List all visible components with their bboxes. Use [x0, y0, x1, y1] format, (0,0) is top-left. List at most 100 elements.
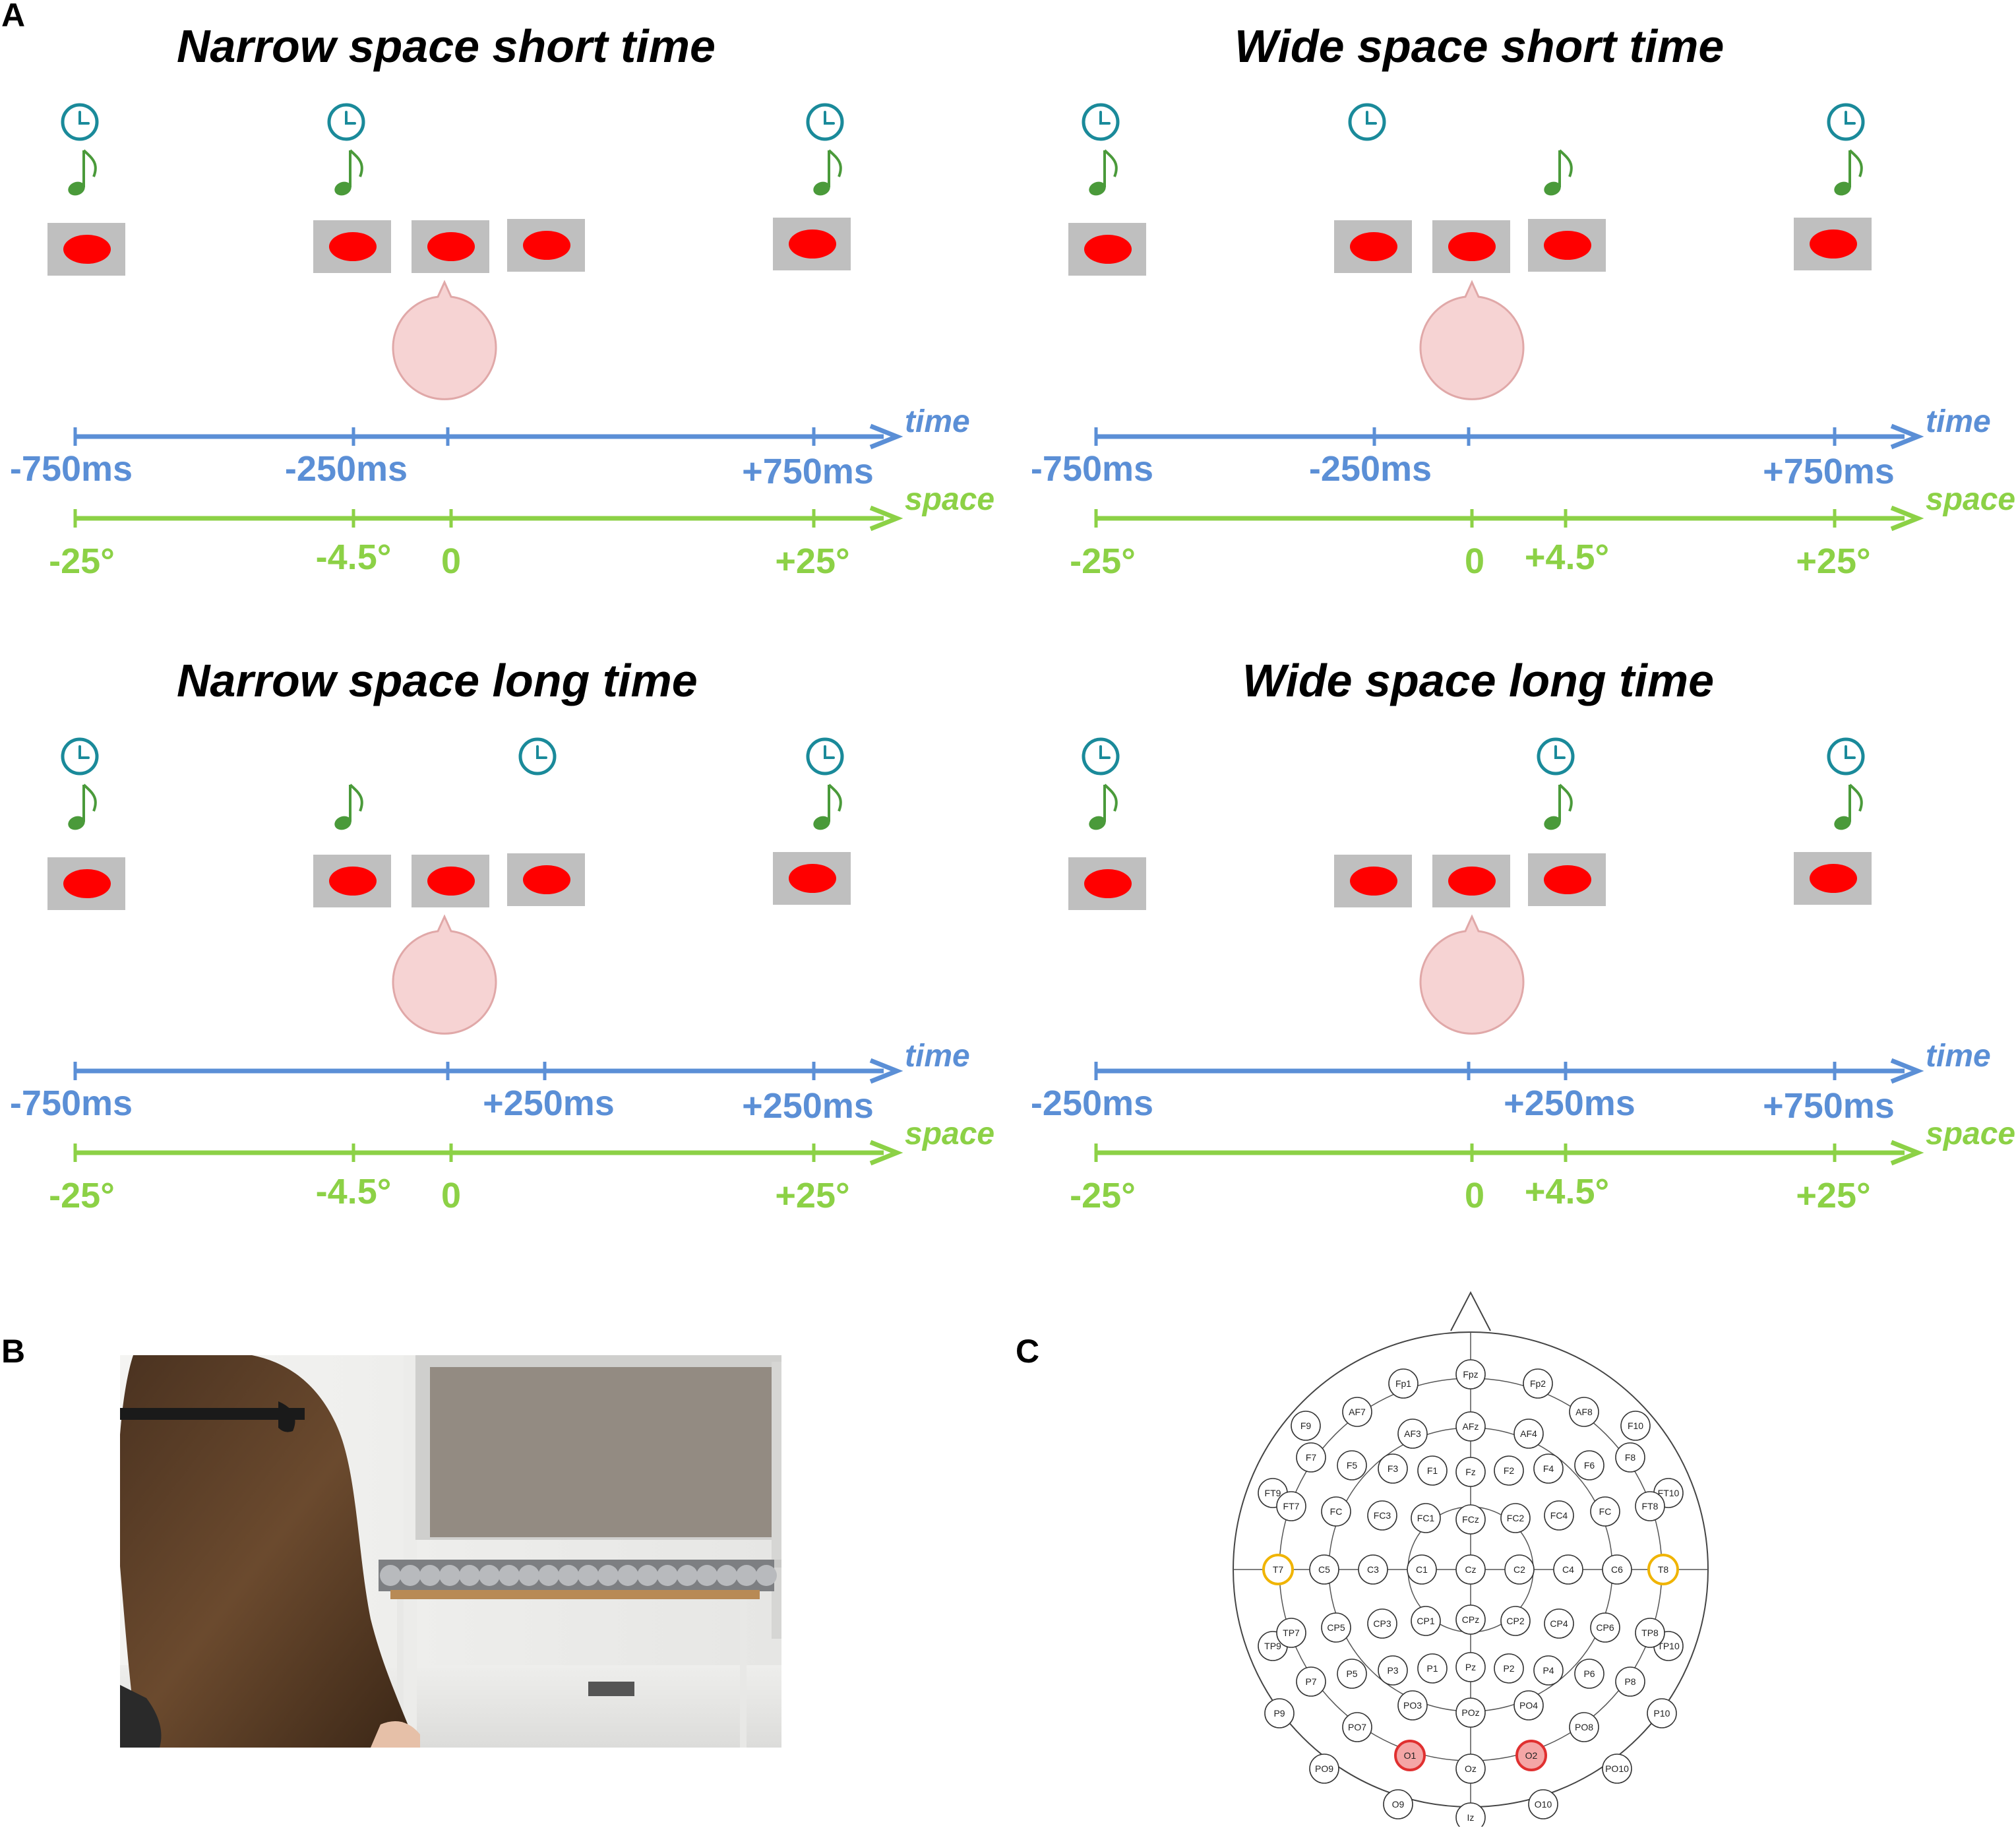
electrode-cpz: CPz	[1455, 1604, 1486, 1635]
space-label: 0	[1464, 1176, 1485, 1215]
electrode-label: P8	[1624, 1676, 1635, 1687]
electrode-f6: F6	[1574, 1450, 1604, 1480]
panel-title: Narrow space short time	[177, 20, 716, 72]
electrode-marker	[1615, 1442, 1645, 1473]
electrode-marker	[1455, 1457, 1486, 1487]
electrode-f8: F8	[1615, 1442, 1645, 1473]
electrode-po7: PO7	[1342, 1712, 1372, 1742]
stimulus-dot	[427, 232, 475, 261]
electrode-marker	[1602, 1554, 1632, 1585]
electrode-c6: C6	[1602, 1554, 1632, 1585]
electrode-marker	[1455, 1652, 1486, 1682]
electrode-cp1: CP1	[1411, 1606, 1441, 1636]
electrode-af4: AF4	[1513, 1418, 1544, 1449]
space-axis-word: space	[905, 482, 995, 517]
electrode-marker	[1455, 1754, 1486, 1784]
speech-bubble-icon	[1413, 277, 1531, 402]
electrode-p9: P9	[1264, 1698, 1295, 1728]
electrode-marker	[1544, 1608, 1574, 1639]
speaker-box	[507, 853, 585, 906]
electrode-marker	[1321, 1612, 1351, 1643]
electrode-label: P2	[1503, 1663, 1514, 1674]
electrode-fcz: FCz	[1455, 1504, 1486, 1535]
stimulus-dot	[1544, 865, 1591, 894]
clock-icon	[805, 102, 845, 142]
electrode-p7: P7	[1296, 1666, 1326, 1697]
stimulus-dot	[1350, 232, 1397, 261]
electrode-marker	[1513, 1418, 1544, 1449]
speaker-box	[1068, 857, 1146, 910]
electrode-ft7: FT7	[1276, 1491, 1306, 1521]
electrode-cp3: CP3	[1367, 1608, 1397, 1639]
electrode-label: AF4	[1520, 1428, 1537, 1439]
electrode-poz: POz	[1455, 1697, 1486, 1728]
electrode-label: T8	[1658, 1564, 1669, 1575]
space-label: +25°	[775, 541, 850, 581]
time-axis	[73, 1058, 903, 1084]
speaker-box	[1528, 853, 1606, 906]
electrode-c3: C3	[1358, 1554, 1388, 1585]
stimulus-dot	[1084, 235, 1132, 264]
electrode-f5: F5	[1337, 1450, 1367, 1480]
electrode-marker	[1647, 1698, 1677, 1728]
electrode-f9: F9	[1291, 1411, 1321, 1441]
clock-icon	[1825, 736, 1866, 777]
time-axis	[73, 423, 903, 450]
time-label: +250ms	[483, 1083, 615, 1123]
stimulus-dot	[63, 869, 111, 898]
electrode-marker	[1262, 1554, 1294, 1585]
speaker-box	[1432, 220, 1510, 273]
electrode-fp2: Fp2	[1523, 1368, 1553, 1399]
electrode-f3: F3	[1378, 1453, 1408, 1484]
electrode-marker	[1397, 1690, 1428, 1721]
stimulus-dot	[1810, 229, 1857, 259]
electrode-label: O1	[1404, 1750, 1417, 1761]
stimulus-dot	[1544, 231, 1591, 260]
electrode-marker	[1397, 1418, 1428, 1449]
electrode-label: PO4	[1519, 1700, 1538, 1711]
electrode-cp2: CP2	[1500, 1606, 1531, 1636]
electrode-marker	[1574, 1659, 1604, 1689]
clock-icon	[1080, 102, 1121, 142]
clock-icon	[59, 102, 100, 142]
electrode-po10: PO10	[1602, 1754, 1632, 1784]
electrode-label: P4	[1543, 1665, 1554, 1676]
space-label: 0	[441, 541, 462, 581]
clock-icon	[1535, 736, 1576, 777]
electrode-marker	[1635, 1618, 1665, 1648]
electrode-marker	[1321, 1496, 1351, 1527]
time-label: +250ms	[742, 1086, 874, 1126]
stimulus-dot	[1084, 869, 1132, 898]
electrode-label: FT7	[1283, 1501, 1300, 1511]
electrode-marker	[1417, 1455, 1448, 1486]
electrode-marker	[1276, 1618, 1306, 1648]
electrode-marker	[1383, 1789, 1413, 1819]
space-label: 0	[1464, 541, 1485, 581]
electrode-label: F5	[1347, 1460, 1358, 1471]
electrode-marker	[1296, 1666, 1326, 1697]
electrode-c5: C5	[1309, 1554, 1339, 1585]
electrode-label: P1	[1426, 1663, 1438, 1674]
clock-icon	[1080, 736, 1121, 777]
space-axis	[73, 1140, 903, 1166]
electrode-marker	[1615, 1666, 1645, 1697]
electrode-af3: AF3	[1397, 1418, 1428, 1449]
time-label: +750ms	[742, 452, 874, 491]
electrode-marker	[1358, 1554, 1388, 1585]
speaker-box	[313, 220, 391, 273]
time-label: +750ms	[1763, 452, 1895, 491]
electrode-label: O10	[1535, 1799, 1552, 1810]
space-axis-word: space	[905, 1116, 995, 1151]
electrode-marker	[1309, 1754, 1339, 1784]
music-note-icon	[1087, 145, 1124, 198]
electrode-c2: C2	[1504, 1554, 1535, 1585]
speaker-box	[1334, 855, 1412, 907]
music-note-icon	[332, 779, 369, 832]
electrode-f2: F2	[1494, 1455, 1524, 1486]
electrode-label: AFz	[1463, 1421, 1479, 1432]
time-label: -250ms	[1030, 1083, 1154, 1123]
electrode-marker	[1620, 1411, 1651, 1441]
electrode-label: Oz	[1465, 1763, 1477, 1774]
electrode-marker	[1647, 1554, 1679, 1585]
electrode-label: T7	[1273, 1564, 1284, 1575]
